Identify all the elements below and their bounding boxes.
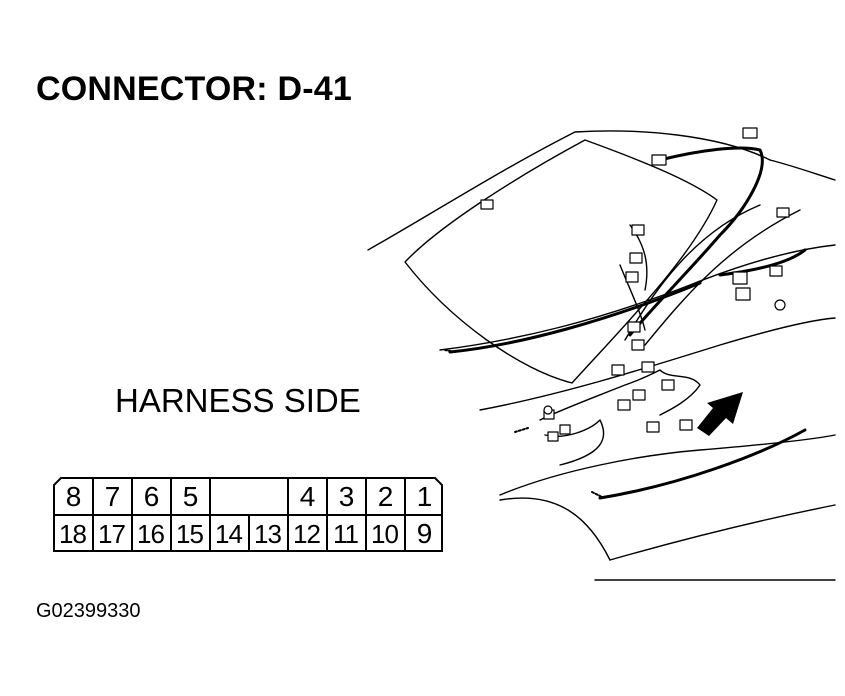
pin-4: 4: [299, 481, 316, 512]
dash-line-2: [479, 317, 836, 411]
body-line-upper: [769, 159, 836, 181]
windshield-glass: [404, 139, 718, 384]
harness-main-b: [598, 428, 807, 500]
door-line: [609, 504, 836, 561]
harness-cluster: [539, 369, 701, 421]
pin-13: 13: [254, 519, 282, 549]
pin-10: 10: [371, 519, 399, 549]
harness-side-label: HARNESS SIDE: [115, 382, 361, 419]
harness-main-a: [448, 281, 702, 354]
connector-title: CONNECTOR: D-41: [36, 70, 352, 108]
pin-11: 11: [333, 519, 359, 549]
figure-id: G02399330: [36, 600, 141, 622]
pin-18: 18: [59, 519, 87, 549]
pin-1: 1: [416, 481, 433, 512]
connector-face: 8 7 6 5 4 3 2 1 18 17 16 15 14 13 12 11 …: [53, 477, 443, 552]
pin-3: 3: [338, 481, 355, 512]
pin-14: 14: [215, 519, 243, 549]
pin-7: 7: [104, 481, 121, 512]
a-pillar-right: [644, 209, 801, 346]
pin-15: 15: [176, 519, 204, 549]
door-curve: [499, 497, 611, 561]
pin-6: 6: [143, 481, 160, 512]
roof-outline: [367, 130, 771, 251]
dash-top: [439, 244, 836, 351]
pin-9: 9: [416, 518, 433, 549]
harness-right: [718, 248, 807, 277]
harness-roof: [628, 146, 764, 337]
location-arrow-icon: [697, 392, 743, 436]
pin-17: 17: [98, 519, 126, 549]
vehicle-harness-illustration: [360, 115, 845, 585]
pin-8: 8: [65, 481, 82, 512]
pin-12: 12: [293, 519, 321, 549]
lower-panel: [499, 434, 836, 496]
pin-5: 5: [182, 481, 199, 512]
pin-2: 2: [377, 481, 394, 512]
pin-16: 16: [137, 519, 165, 549]
